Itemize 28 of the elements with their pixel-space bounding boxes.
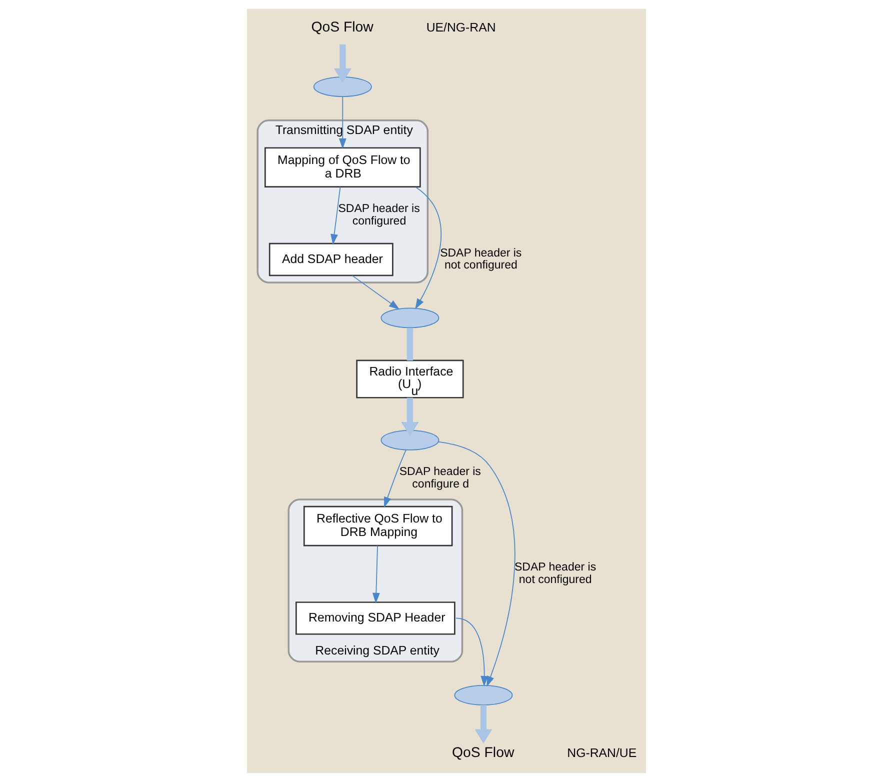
arrow — [338, 96, 346, 150]
node-box: Reflective QoS Flow to DRB Mapping — [302, 506, 452, 546]
arrow — [414, 186, 442, 310]
arrow — [351, 275, 400, 310]
node-ellipse — [312, 76, 372, 97]
node-ellipse — [454, 685, 512, 706]
edge-label: SDAP header is not configured — [514, 562, 596, 586]
arrow — [333, 44, 351, 83]
arrow — [384, 450, 406, 508]
node-text: QoS Flow — [452, 745, 514, 762]
edge-label: SDAP header is configured — [338, 203, 420, 228]
arrow — [372, 545, 380, 604]
node-box: Add SDAP header — [268, 242, 393, 276]
node-text: QoS Flow — [310, 20, 373, 36]
node-box: Mapping of QoS Flow to a DRB — [264, 147, 420, 188]
node-ellipse — [380, 308, 439, 328]
arrow — [400, 398, 418, 436]
node-box: Removing SDAP Header — [294, 602, 455, 635]
label: NG-RAN/UE — [566, 746, 636, 760]
edge-label: SDAP header is not configured — [440, 247, 522, 272]
arrow — [330, 186, 340, 245]
arrow — [437, 441, 515, 687]
arrow — [455, 618, 488, 687]
node-ellipse — [380, 430, 439, 450]
label: UE/NG-RAN — [426, 20, 496, 35]
arrow — [474, 704, 492, 744]
connector — [406, 328, 413, 360]
edge-label: SDAP header is configure d — [398, 466, 480, 490]
